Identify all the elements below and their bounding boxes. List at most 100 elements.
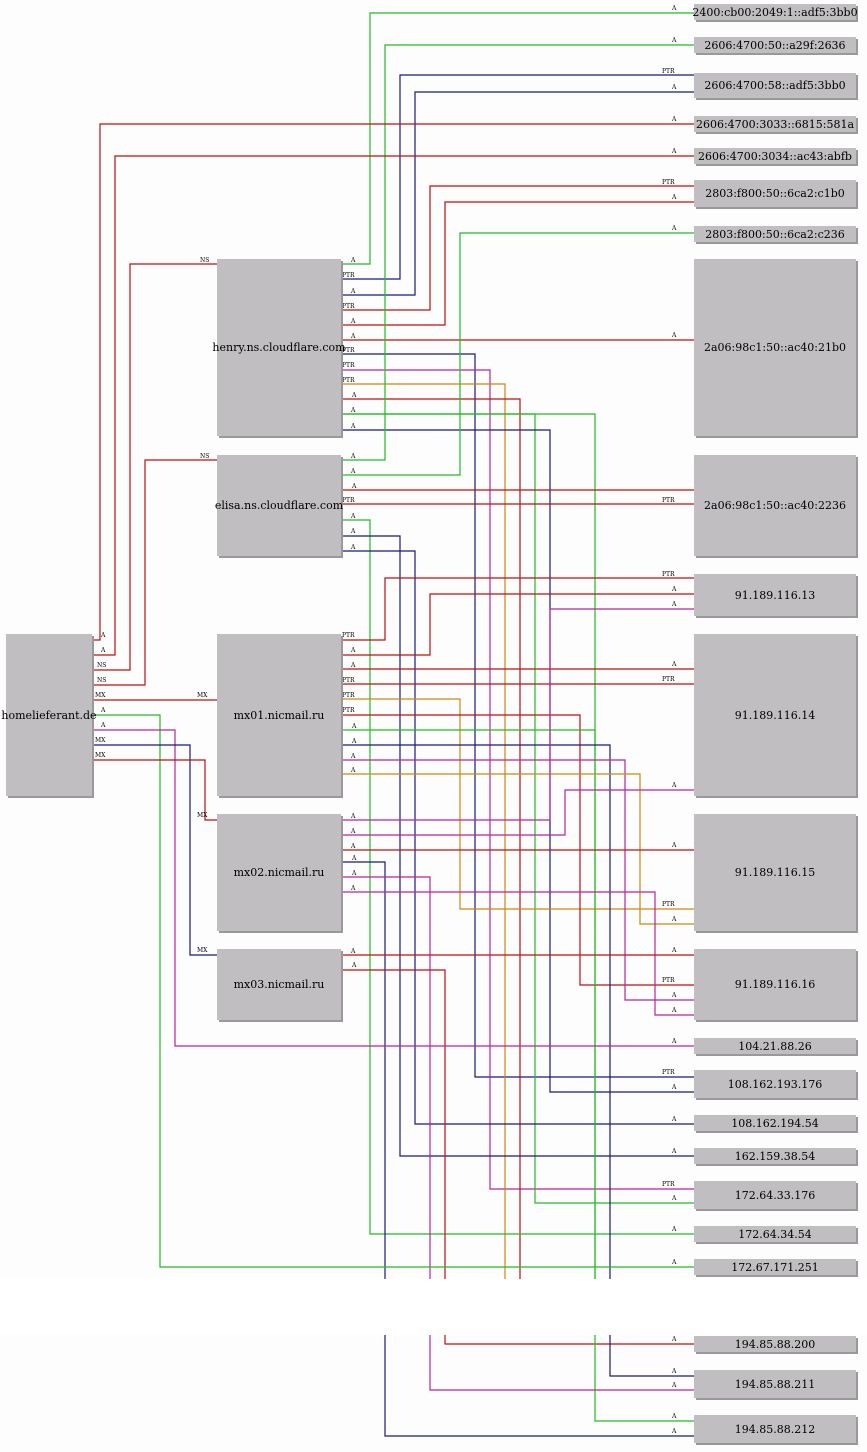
edge-label: PTR — [342, 347, 355, 354]
addr-91-189-116-16[interactable]: 91.189.116.16 — [694, 949, 856, 1020]
addr-194-85-88-212[interactable]: 194.85.88.212 — [694, 1415, 856, 1443]
edge-label: A — [351, 855, 357, 862]
edge-label: A — [350, 767, 356, 774]
addr-172-64-33-176[interactable]: 172.64.33.176 — [694, 1181, 856, 1209]
addr-104-21-88-26[interactable]: 104.21.88.26 — [694, 1038, 856, 1054]
addr-2803-c1b0[interactable]: 2803:f800:50::6ca2:c1b0 — [694, 180, 856, 207]
edge-label: PTR — [342, 707, 355, 714]
addr-2a06-2236[interactable]: 2a06:98c1:50::ac40:2236 — [694, 455, 856, 556]
edge-label: A — [671, 116, 677, 123]
edge-line-38 — [341, 876, 431, 1282]
addr-91-189-116-14[interactable]: 91.189.116.14 — [694, 634, 856, 796]
edge-line-8 — [341, 383, 506, 1282]
edge-line-15 — [341, 44, 694, 461]
edge-line-49 — [92, 729, 694, 1047]
edge-line-13 — [594, 1335, 694, 1422]
edge-label: MX — [95, 752, 106, 759]
addr-2803-c236[interactable]: 2803:f800:50::6ca2:c236 — [694, 226, 856, 242]
edge-label: PTR — [342, 692, 355, 699]
edge-label: A — [671, 1007, 677, 1014]
edge-line-2 — [341, 91, 694, 296]
node-henry-ns[interactable]: henry.ns.cloudflare.com — [212, 259, 346, 436]
node-mx03[interactable]: mx03.nicmail.ru — [217, 949, 341, 1020]
node-elisa-ns[interactable]: elisa.ns.cloudflare.com — [215, 455, 343, 556]
edge-label: A — [671, 661, 677, 668]
edge-label: A — [350, 468, 356, 475]
edge-label: A — [350, 528, 356, 535]
edge-line-45 — [92, 263, 217, 671]
edge-label: PTR — [662, 68, 675, 75]
edge-label: A — [671, 1116, 677, 1123]
addr-2a06-21b0[interactable]: 2a06:98c1:50::ac40:21b0 — [694, 259, 856, 436]
edge-line-42 — [341, 969, 446, 1282]
edge-label: A — [100, 632, 106, 639]
addr-2606-4700-50[interactable]: 2606:4700:50::a29f:2636 — [694, 37, 856, 53]
edge-label: A — [671, 332, 677, 339]
edge-label: PTR — [662, 179, 675, 186]
edge-label: A — [351, 392, 357, 399]
node-homelieferant[interactable]: homelieferant.de — [1, 634, 97, 796]
edge-label: A — [351, 870, 357, 877]
addr-172-67-171-251[interactable]: 172.67.171.251 — [694, 1259, 856, 1275]
addr-2606-4700-58[interactable]: 2606:4700:58::adf5:3bb0 — [694, 73, 856, 98]
addr-2400-cb00[interactable]: 2400:cb00:2049:1::adf5:3bb0 — [692, 4, 858, 20]
edge-label: PTR — [342, 632, 355, 639]
addr-2606-4700-3034[interactable]: 2606:4700:3034::ac43:abfb — [694, 148, 856, 164]
edge-label: MX — [197, 692, 208, 699]
edge-label: A — [671, 601, 677, 608]
edge-label: PTR — [342, 272, 355, 279]
node-mx02[interactable]: mx02.nicmail.ru — [217, 814, 341, 931]
edge-label: A — [671, 84, 677, 91]
edge-label: MX — [95, 692, 106, 699]
edge-label: A — [671, 225, 677, 232]
edge-label: PTR — [342, 362, 355, 369]
edge-line-23 — [341, 593, 694, 656]
edge-label: A — [350, 318, 356, 325]
edge-label: A — [671, 1226, 677, 1233]
edge-label: A — [350, 662, 356, 669]
node-mx01[interactable]: mx01.nicmail.ru — [217, 634, 341, 796]
addr-172-64-34-54[interactable]: 172.64.34.54 — [694, 1226, 856, 1242]
addr-194-85-88-200[interactable]: 194.85.88.200 — [694, 1336, 856, 1352]
edge-label: A — [351, 738, 357, 745]
edge-label: A — [671, 1428, 677, 1435]
edge-label: MX — [95, 737, 106, 744]
edge-label: PTR — [662, 977, 675, 984]
addr-108-162-194-54[interactable]: 108.162.194.54 — [694, 1115, 856, 1131]
addr-194-85-88-211[interactable]: 194.85.88.211 — [694, 1370, 856, 1398]
edge-line-12 — [341, 413, 596, 1282]
edge-label: A — [671, 37, 677, 44]
edge-line-9 — [341, 398, 521, 1282]
addr-91-189-116-15[interactable]: 91.189.116.15 — [694, 814, 856, 931]
render-gap — [0, 1279, 867, 1335]
edge-label: MX — [197, 947, 208, 954]
edge-label: A — [350, 544, 356, 551]
addr-91-189-116-13[interactable]: 91.189.116.13 — [694, 574, 856, 616]
edge-label: A — [671, 1259, 677, 1266]
edge-label: A — [671, 194, 677, 201]
edge-label: A — [671, 992, 677, 999]
edge-label: A — [350, 885, 356, 892]
edge-line-48 — [92, 714, 694, 1268]
edge-line-26 — [341, 698, 694, 910]
edge-label: A — [671, 916, 677, 923]
edge-label: A — [671, 1084, 677, 1091]
edge-label: PTR — [662, 1181, 675, 1188]
edge-label: A — [671, 1038, 677, 1045]
addr-2606-4700-3033[interactable]: 2606:4700:3033::6815:581a — [694, 116, 856, 132]
edge-line-30 — [609, 1335, 694, 1377]
edge-label: A — [350, 948, 356, 955]
edge-label: A — [671, 842, 677, 849]
edge-line-51 — [92, 759, 217, 821]
edge-label: NS — [200, 257, 209, 264]
edge-line-22 — [341, 577, 694, 641]
edge-line-31 — [341, 759, 694, 1001]
edge-label: PTR — [662, 676, 675, 683]
edge-line-50 — [92, 744, 217, 956]
edge-line-32 — [341, 773, 694, 925]
addr-162-159-38-54[interactable]: 162.159.38.54 — [694, 1148, 856, 1164]
edge-label: PTR — [662, 571, 675, 578]
addr-108-162-193-176[interactable]: 108.162.193.176 — [694, 1070, 856, 1098]
